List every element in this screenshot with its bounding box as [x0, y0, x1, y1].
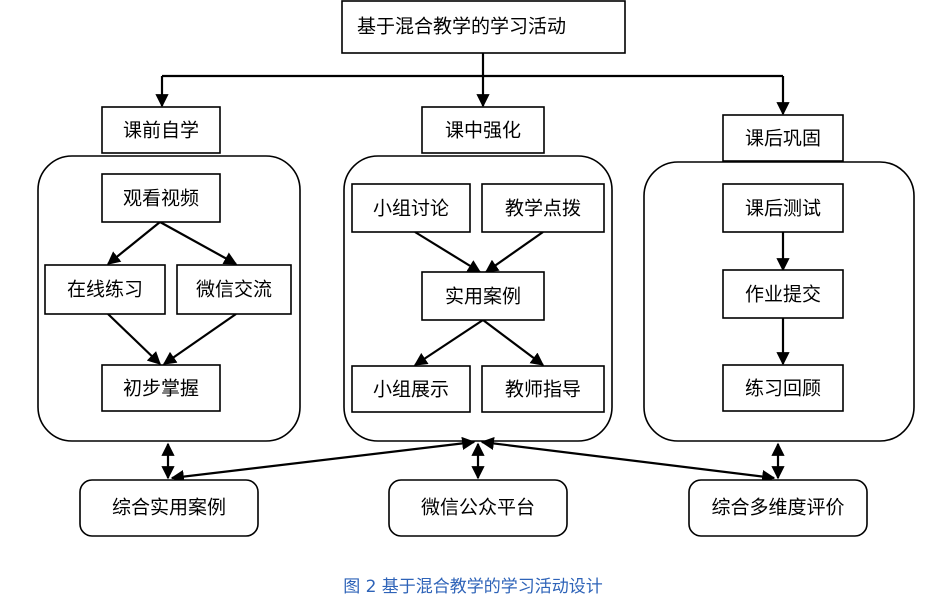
item-teacher-instruct-label: 教师指导	[505, 379, 581, 401]
item-initial-grasp	[101, 364, 221, 412]
item-online-practice-label: 在线练习	[67, 279, 143, 301]
item-wechat-chat-label: 微信交流	[196, 279, 272, 301]
stage-mid-box	[421, 106, 545, 154]
bottom-evaluation-box	[688, 479, 868, 537]
bottom-evaluation-label: 综合多维度评价	[711, 497, 844, 519]
item-initial-grasp-label: 初步掌握	[123, 378, 199, 400]
bottom-platform-label: 微信公众平台	[421, 497, 535, 519]
title-box	[341, 0, 626, 54]
item-wechat-chat	[176, 264, 292, 315]
item-post-test	[722, 183, 844, 233]
item-teaching-guidance-label: 教学点拨	[505, 198, 581, 220]
item-homework-submit-label: 作业提交	[745, 284, 821, 306]
bottom-arrows	[161, 436, 785, 484]
item-watch-video	[101, 173, 221, 223]
item-post-test-label: 课后测试	[745, 198, 821, 220]
item-practice-review-label: 练习回顾	[745, 378, 821, 400]
item-practical-case-label: 实用案例	[445, 286, 521, 308]
figure-caption: 图 2 基于混合教学的学习活动设计	[343, 577, 603, 597]
pre-class-arrows	[106, 221, 238, 365]
item-group-show-label: 小组展示	[373, 379, 449, 401]
stage-post-label: 课后巩固	[745, 128, 821, 150]
item-group-discussion-label: 小组讨论	[373, 198, 449, 220]
in-class-arrows	[413, 231, 545, 366]
item-group-show	[351, 365, 471, 413]
item-group-discussion	[351, 183, 471, 233]
stage-mid-label: 课中强化	[445, 120, 521, 142]
item-practical-case	[421, 271, 545, 321]
title-text: 基于混合教学的学习活动	[357, 16, 566, 38]
item-practice-review	[722, 364, 844, 412]
bottom-cases-label: 综合实用案例	[112, 497, 226, 519]
stage-post-box	[722, 114, 844, 162]
bottom-cases-box	[79, 479, 259, 537]
item-watch-video-label: 观看视频	[123, 188, 199, 210]
stage-pre-box	[101, 106, 221, 154]
item-online-practice	[44, 264, 166, 315]
stage-pre-label: 课前自学	[123, 120, 199, 142]
item-teacher-instruct	[481, 365, 605, 413]
item-teaching-guidance	[481, 183, 605, 233]
bottom-platform-box	[388, 479, 568, 537]
top-connectors	[155, 53, 790, 116]
item-homework-submit	[722, 269, 844, 319]
